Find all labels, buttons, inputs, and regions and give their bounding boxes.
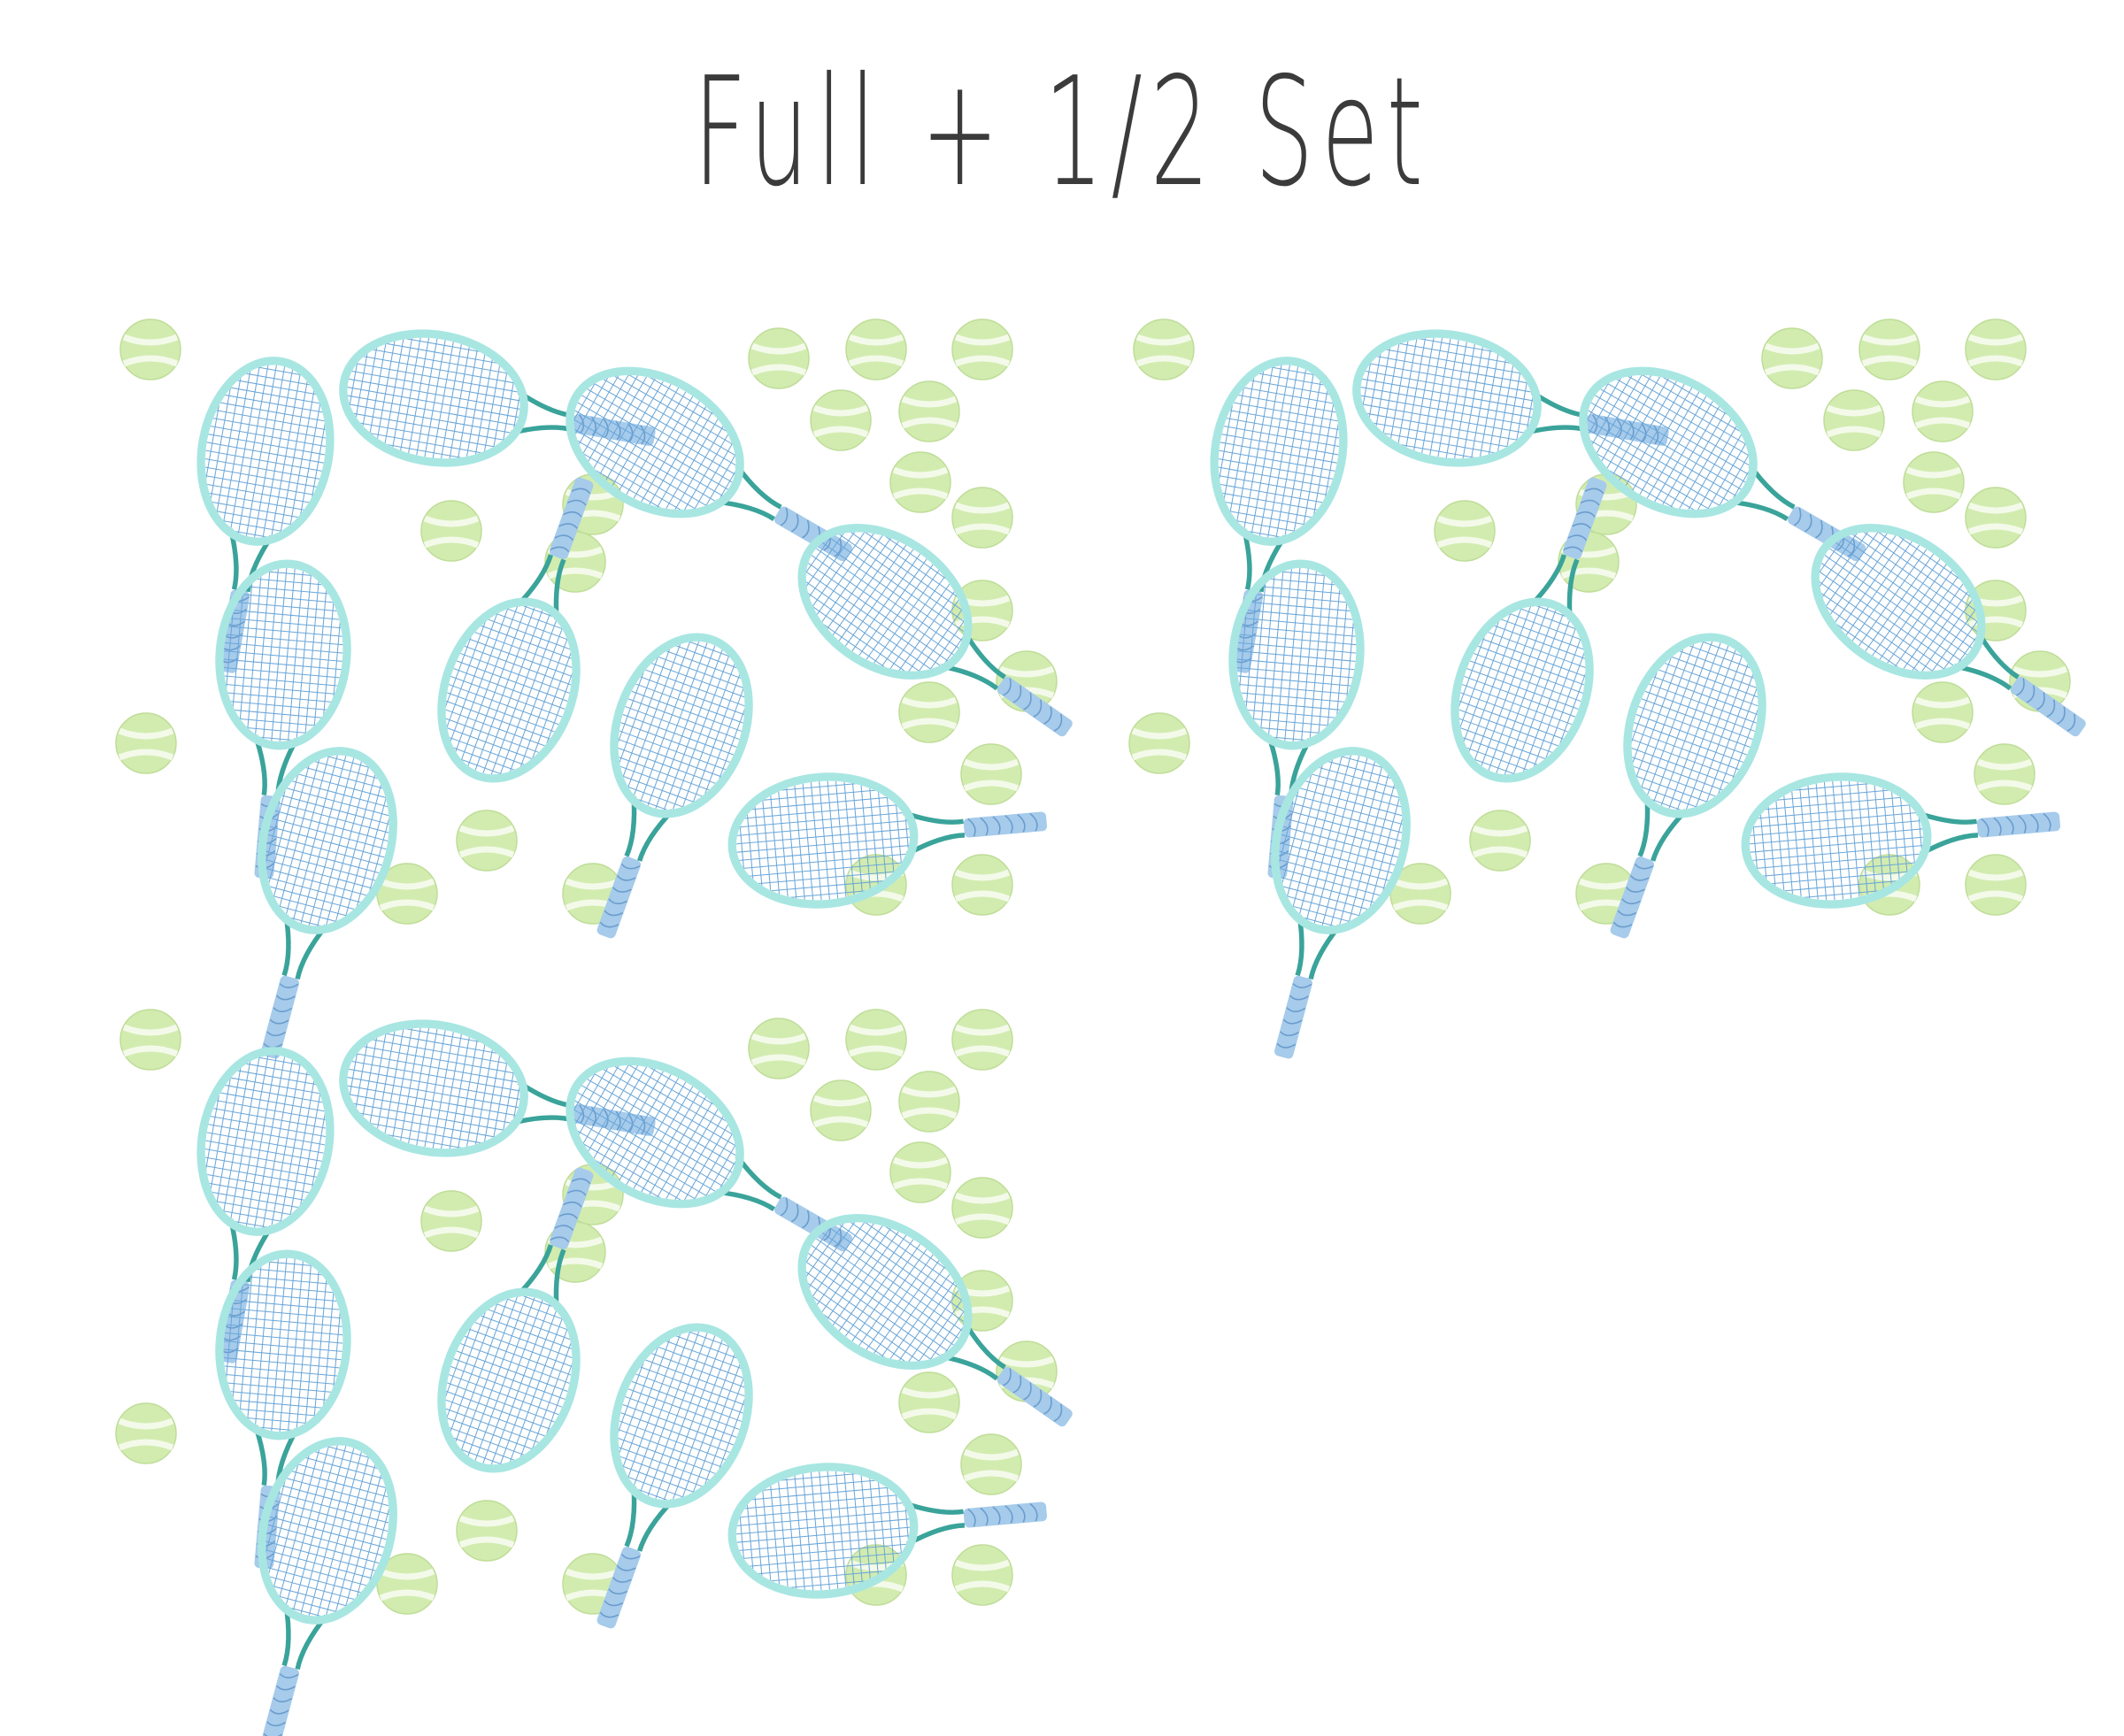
tennis-ball-icon	[1974, 743, 2036, 805]
tennis-ball-icon	[810, 1079, 872, 1141]
tennis-ball-icon	[1469, 810, 1531, 872]
tennis-ball-icon	[889, 1141, 951, 1203]
tennis-ball-icon	[1965, 319, 2027, 380]
tennis-ball-icon	[1133, 319, 1195, 380]
tennis-racket-icon	[1436, 477, 1608, 793]
tennis-racket-icon	[780, 1193, 1073, 1427]
tennis-ball-icon	[1912, 380, 1974, 442]
tennis-racket-icon	[1204, 355, 1353, 673]
tennis-ball-icon	[1912, 681, 1974, 743]
tennis-ball-icon	[845, 319, 907, 380]
tennis-racket-icon	[1351, 324, 1669, 472]
tennis-ball-icon	[119, 1009, 181, 1071]
tennis-racket-icon	[1741, 772, 2061, 909]
tennis-ball-icon	[951, 854, 1013, 916]
tennis-ball-icon	[889, 451, 951, 513]
tennis-ball-icon	[119, 319, 181, 380]
tennis-ball-icon	[951, 1009, 1013, 1071]
tennis-ball-icon	[748, 327, 810, 389]
tennis-ball-icon	[898, 1071, 960, 1133]
tennis-ball-icon	[898, 1371, 960, 1433]
panel-half-set	[106, 1000, 1080, 1736]
tennis-ball-icon	[1761, 327, 1823, 389]
tennis-ball-icon	[420, 500, 482, 562]
tennis-ball-icon	[951, 1177, 1013, 1239]
tennis-ball-icon	[1965, 487, 2027, 549]
tennis-ball-icon	[1965, 854, 2027, 916]
tennis-racket-icon	[1260, 741, 1421, 1059]
tennis-ball-icon	[748, 1018, 810, 1079]
tennis-racket-icon	[247, 1431, 408, 1736]
panel-full-set-2	[1120, 310, 2093, 1059]
tennis-racket-icon	[191, 1045, 340, 1363]
tennis-ball-icon	[115, 712, 177, 774]
tennis-racket-icon	[191, 355, 340, 673]
tennis-ball-icon	[420, 1190, 482, 1252]
tennis-racket-icon	[550, 347, 852, 562]
tennis-ball-icon	[845, 1009, 907, 1071]
tennis-ball-icon	[951, 319, 1013, 380]
tennis-racket-icon	[423, 1167, 595, 1483]
tennis-ball-icon	[810, 389, 872, 451]
tennis-ball-icon	[1434, 500, 1496, 562]
tennis-ball-icon	[456, 1500, 518, 1562]
tennis-ball-icon	[1128, 712, 1190, 774]
tennis-ball-icon	[1858, 319, 1920, 380]
tennis-ball-icon	[1903, 451, 1965, 513]
tennis-ball-icon	[1389, 863, 1451, 925]
tennis-ball-icon	[376, 863, 438, 925]
tennis-racket-icon	[423, 477, 595, 793]
tennis-racket-icon	[1563, 347, 1866, 562]
tennis-ball-icon	[898, 681, 960, 743]
tennis-ball-icon	[951, 1544, 1013, 1606]
tennis-ball-icon	[456, 810, 518, 872]
tennis-ball-icon	[898, 380, 960, 442]
panel-full-set-1	[106, 310, 1080, 1059]
tennis-ball-icon	[1823, 389, 1885, 451]
tennis-ball-icon	[960, 743, 1022, 805]
tennis-ball-icon	[960, 1433, 1022, 1495]
tennis-racket-icon	[215, 1249, 351, 1570]
tennis-ball-icon	[115, 1402, 177, 1464]
tennis-ball-icon	[376, 1553, 438, 1615]
tennis-racket-icon	[1228, 559, 1365, 880]
page-title: Full + 1/2 Set	[693, 45, 1431, 220]
tennis-ball-icon	[951, 487, 1013, 549]
tennis-racket-icon	[215, 559, 351, 880]
